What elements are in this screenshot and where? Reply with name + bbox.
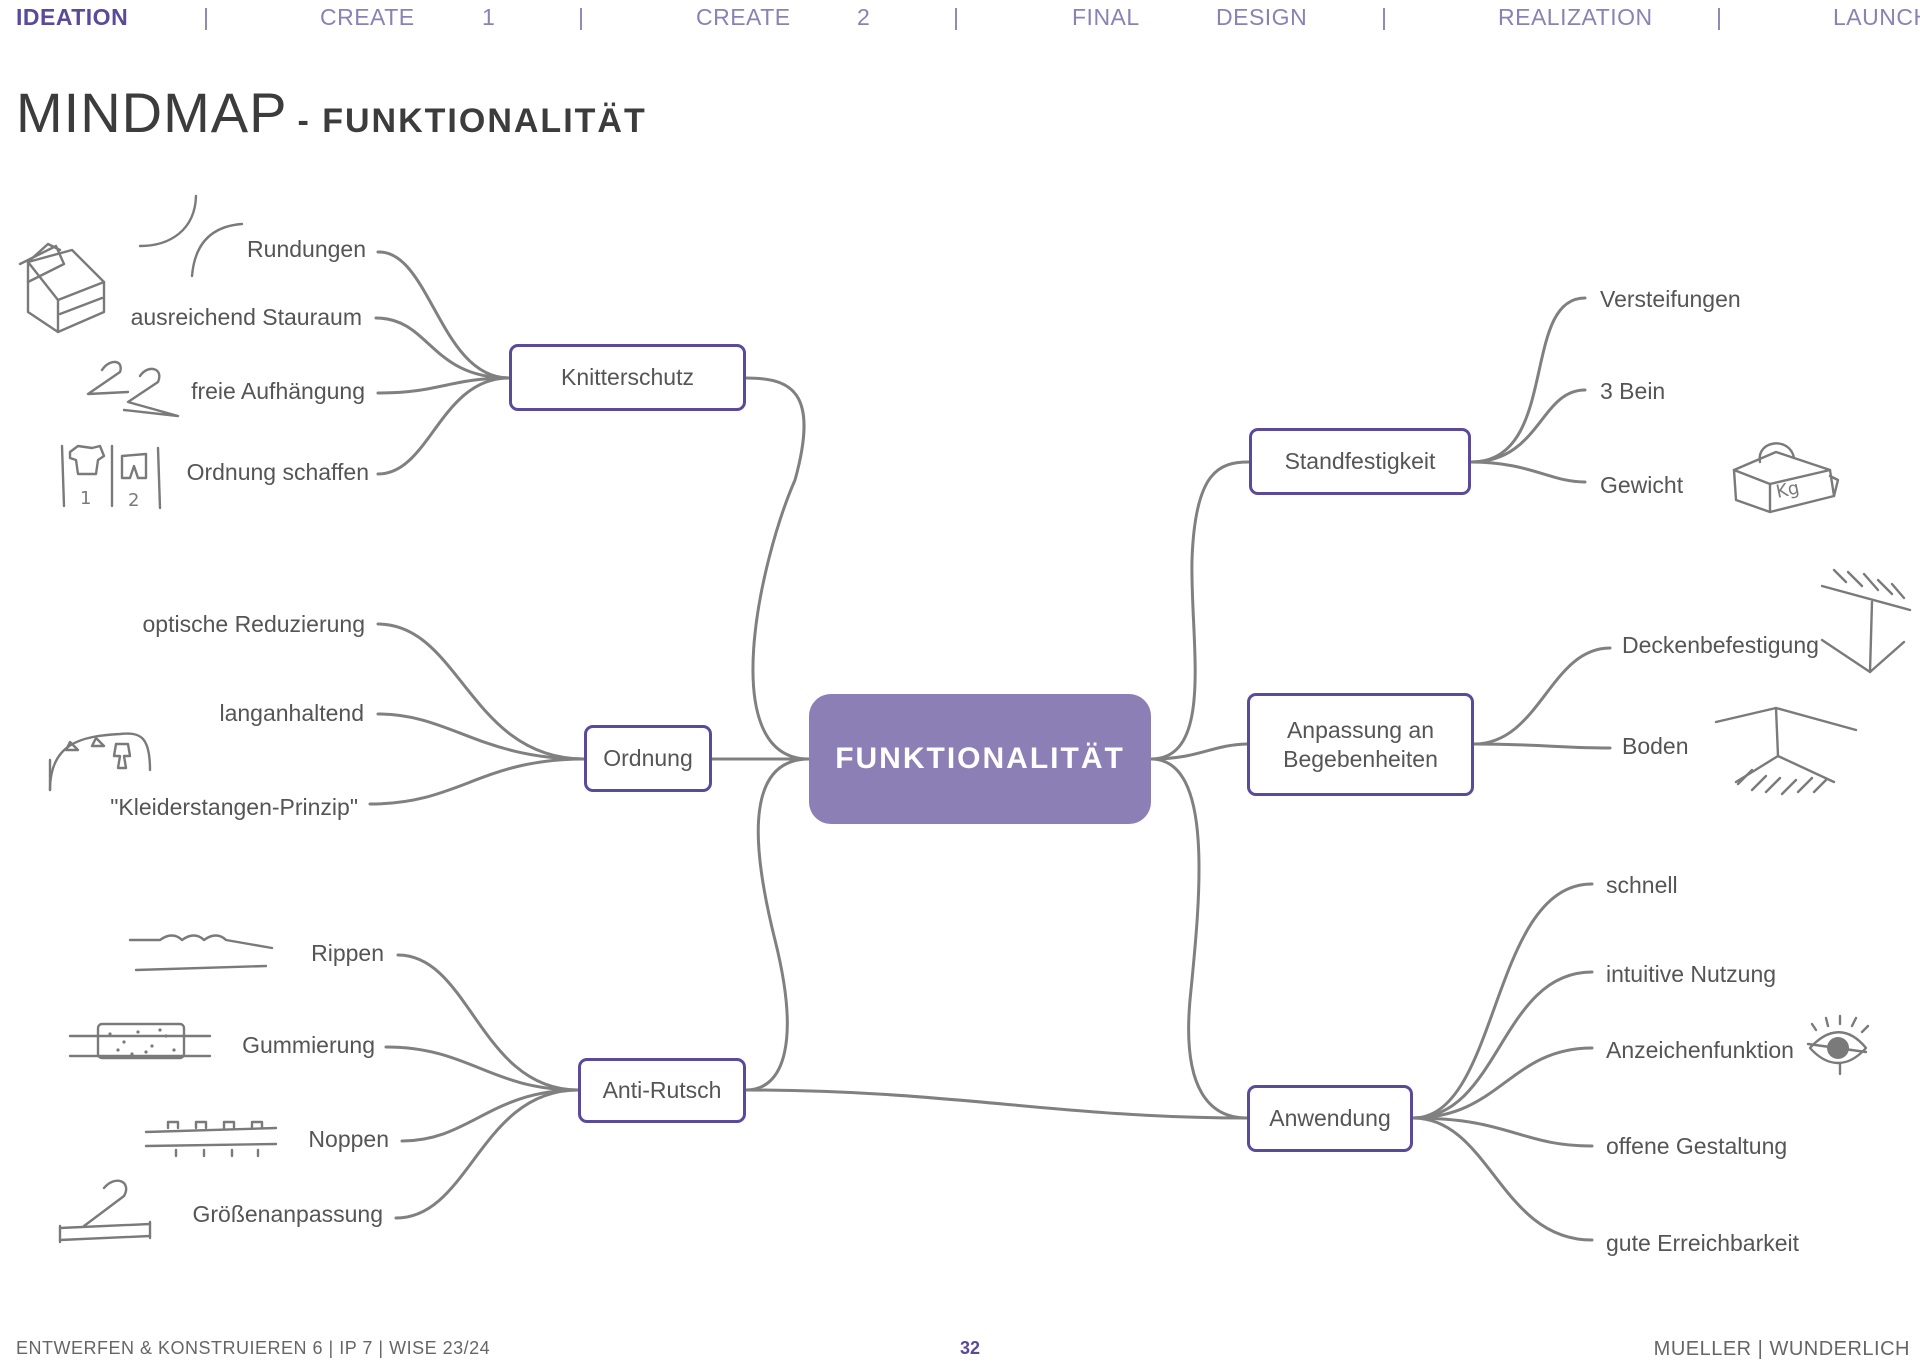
- nav-ideation[interactable]: IDEATION: [16, 4, 129, 30]
- nav-realization[interactable]: REALIZATION: [1498, 4, 1653, 30]
- leaf-noppen: Noppen: [308, 1126, 389, 1152]
- connector-center-standfestigkeit: [1149, 460, 1251, 761]
- branch-anpassung-line1: Anpassung an: [1286, 717, 1435, 744]
- center-node-funktionalitaet: FUNKTIONALITÄT: [809, 694, 1151, 824]
- connector-center-anti-rutsch: [744, 757, 811, 1092]
- leaf-gute-erreichbarkeit: gute Erreichbarkeit: [1606, 1230, 1800, 1256]
- leaf-optische-reduzierung: optische Reduzierung: [142, 611, 365, 637]
- leaf-versteifungen: Versteifungen: [1600, 286, 1741, 312]
- nav-separator: |: [578, 4, 584, 30]
- knobs-sketch-icon: [144, 1120, 278, 1158]
- leaf-anzeichenfunktion: Anzeichenfunktion: [1606, 1037, 1794, 1063]
- leaf-kleiderstangen-prinzip: "Kleiderstangen-Prinzip": [110, 794, 358, 820]
- nav-separator: |: [1381, 4, 1387, 30]
- branch-standfestigkeit: Standfestigkeit: [1249, 428, 1471, 495]
- hanger-size-sketch-icon: [58, 1179, 152, 1244]
- ribs-sketch-icon: [128, 934, 274, 972]
- branch-anpassung-line2: Begebenheiten: [1283, 745, 1438, 772]
- rubber-grip-sketch-icon: [68, 1022, 212, 1060]
- weight-label: Kg: [1774, 477, 1801, 502]
- branch-ordnung: Ordnung: [584, 725, 712, 792]
- ceiling-mount-sketch-icon: [1820, 568, 1912, 674]
- weight-sketch-icon: Kg: [1732, 442, 1840, 514]
- footer-authors: MUELLER | WUNDERLICH: [1653, 1338, 1910, 1360]
- connector-center-anpassung: [1149, 742, 1249, 761]
- page-title-sub: - FUNKTIONALITÄT: [297, 102, 647, 140]
- sketch-label-2: 2: [128, 490, 139, 511]
- nav-separator: |: [953, 4, 959, 30]
- nav-separator: |: [1716, 4, 1722, 30]
- leaf-rippen: Rippen: [311, 940, 384, 966]
- curves-sketch-icon: [138, 194, 244, 278]
- sketch-label-1: 1: [80, 488, 91, 509]
- clothes-rail-sketch-icon: [48, 732, 152, 792]
- branch-anpassung: Anpassung an Begebenheiten: [1247, 693, 1474, 796]
- connector-anti-rutsch-anwendung: [744, 1088, 1249, 1120]
- floor-mount-sketch-icon: [1714, 706, 1858, 796]
- leaf-freie-aufhaengung: freie Aufhängung: [191, 378, 365, 404]
- footer-page-number: 32: [959, 1338, 981, 1358]
- branch-anti-rutsch: Anti-Rutsch: [578, 1058, 746, 1123]
- leaf-gewicht: Gewicht: [1600, 472, 1684, 498]
- leaf-deckenbefestigung: Deckenbefestigung: [1622, 632, 1819, 658]
- page-title-main: MINDMAP: [16, 81, 288, 144]
- leaf-langanhaltend: langanhaltend: [219, 700, 364, 726]
- nav-separator: |: [203, 4, 209, 30]
- nav-create-1[interactable]: CREATE: [320, 4, 415, 30]
- page-footer: ENTWERFEN & KONSTRUIEREN 6 | IP 7 | WISE…: [0, 1338, 1920, 1363]
- nav-create-1-number[interactable]: 1: [482, 4, 496, 30]
- leaf-intuitive-nutzung: intuitive Nutzung: [1606, 961, 1777, 987]
- leaf-gummierung: Gummierung: [242, 1032, 375, 1058]
- leaf-groessenanpassung: Größenanpassung: [192, 1201, 383, 1227]
- eye-sketch-icon: [1806, 1014, 1870, 1076]
- storage-box-sketch-icon: [18, 242, 106, 334]
- leaf-boden: Boden: [1622, 733, 1689, 759]
- branch-anwendung: Anwendung: [1247, 1085, 1413, 1152]
- hangers-sketch-icon: [86, 360, 180, 418]
- wardrobe-sorting-sketch-icon: 1 2: [60, 444, 162, 511]
- footer-course-info: ENTWERFEN & KONSTRUIEREN 6 | IP 7 | WISE…: [16, 1338, 491, 1358]
- leaf-offene-gestaltung: offene Gestaltung: [1606, 1133, 1788, 1159]
- phase-navigation: IDEATION | CREATE 1 | CREATE 2 | FINAL D…: [0, 0, 1920, 40]
- nav-create-2[interactable]: CREATE: [696, 4, 791, 30]
- branch-knitterschutz: Knitterschutz: [509, 344, 746, 411]
- nav-final[interactable]: FINAL: [1072, 4, 1140, 30]
- leaf-ausreichend-stauraum: ausreichend Stauraum: [130, 304, 362, 330]
- leaf-rundungen: Rundungen: [247, 236, 366, 262]
- connector-center-anwendung: [1149, 757, 1249, 1120]
- leaf-ordnung-schaffen: Ordnung schaffen: [186, 459, 369, 485]
- connector-center-knitterschutz: [744, 376, 811, 761]
- leaf-3-bein: 3 Bein: [1600, 378, 1666, 404]
- leaf-schnell: schnell: [1606, 872, 1678, 898]
- nav-launch[interactable]: LAUNCH: [1833, 4, 1920, 30]
- page-title: MINDMAP- FUNKTIONALITÄT: [16, 80, 647, 145]
- nav-create-2-number[interactable]: 2: [857, 4, 871, 30]
- nav-design[interactable]: DESIGN: [1216, 4, 1308, 30]
